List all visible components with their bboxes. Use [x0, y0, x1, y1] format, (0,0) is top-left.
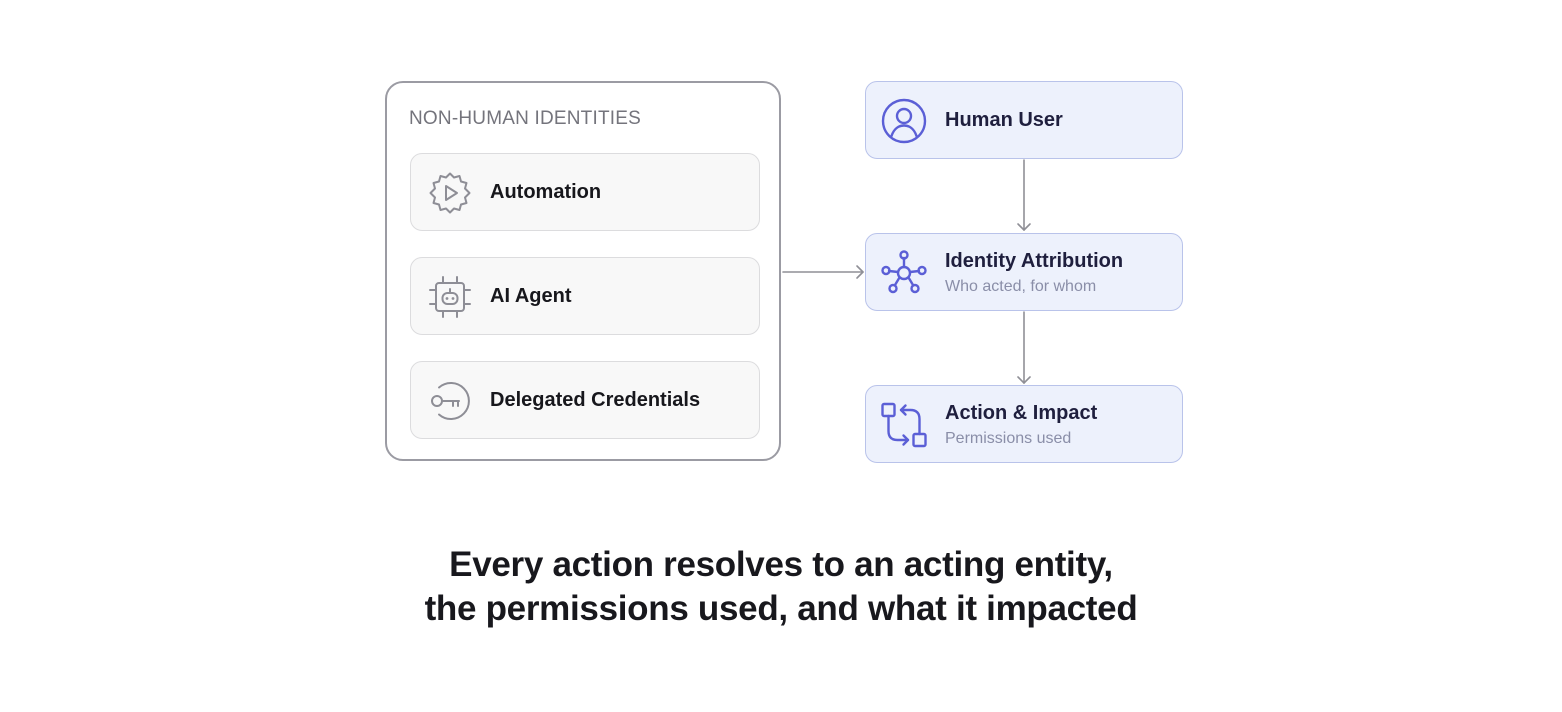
- nhi-item-label: Delegated Credentials: [490, 389, 701, 411]
- caption-line-2: the permissions used, and what it impact…: [424, 589, 1138, 628]
- key-icon: [431, 382, 470, 420]
- chip-robot-icon: [429, 276, 471, 318]
- network-hub-icon: [881, 250, 927, 294]
- non-human-identities-group: NON-HUMAN IDENTITIES Automation AI Age: [385, 81, 781, 461]
- nhi-item-label: Automation: [490, 181, 602, 203]
- nhi-item-automation: Automation: [410, 153, 760, 231]
- caption-line-1: Every action resolves to an acting entit…: [449, 545, 1113, 584]
- human-user-box: Human User: [865, 81, 1183, 159]
- nhi-item-ai-agent: AI Agent: [410, 257, 760, 335]
- action-impact-box: Action & Impact Permissions used: [865, 385, 1183, 463]
- workflow-arrows-icon: [881, 402, 927, 448]
- nhi-item-label: AI Agent: [490, 285, 572, 307]
- caption: Every action resolves to an acting entit…: [0, 543, 1562, 631]
- user-circle-icon: [881, 98, 927, 144]
- box-title: Action & Impact: [945, 402, 1098, 424]
- box-subtitle: Permissions used: [945, 430, 1072, 447]
- identity-attribution-box: Identity Attribution Who acted, for whom: [865, 233, 1183, 311]
- gear-play-icon: [429, 172, 471, 214]
- box-title: Identity Attribution: [945, 250, 1124, 272]
- box-subtitle: Who acted, for whom: [945, 278, 1097, 295]
- group-title: NON-HUMAN IDENTITIES: [409, 108, 641, 129]
- nhi-item-delegated-credentials: Delegated Credentials: [410, 361, 760, 439]
- box-title: Human User: [945, 109, 1063, 131]
